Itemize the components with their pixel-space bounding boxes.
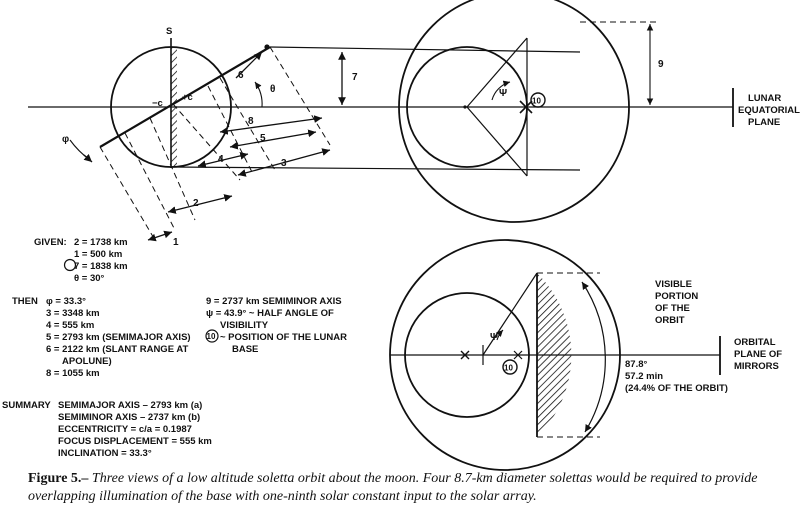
- then-marker-circle: [205, 329, 219, 343]
- psi-top-label: Ψ: [499, 88, 507, 99]
- base-marker-top: 10: [532, 97, 541, 106]
- orbital-plane-view: [389, 239, 721, 471]
- given-circle-7: [63, 258, 77, 272]
- minutes-label: 57.2 min: [625, 371, 663, 382]
- then-right-4: ~ POSITION OF THE LUNAR: [220, 332, 347, 343]
- sun-label: S: [166, 26, 172, 37]
- orbital-plane-label-1: ORBITAL: [734, 337, 776, 348]
- base-marker-bottom: 10: [504, 364, 513, 373]
- then-line-6: APOLUNE): [62, 356, 112, 367]
- dim-3: 3: [281, 158, 287, 169]
- summary-line-2: SEMIMINOR AXIS – 2737 km (b): [58, 412, 200, 423]
- then-right-3: VISIBILITY: [220, 320, 269, 331]
- front-view: [398, 0, 660, 223]
- figure-caption: Figure 5.– Three views of a low altitude…: [28, 470, 788, 506]
- then-heading: THEN: [12, 296, 38, 307]
- summary-line-3: ECCENTRICITY = c/a = 0.1987: [58, 424, 192, 435]
- visible-label-1: VISIBLE: [655, 279, 692, 290]
- then-line-1: φ = 33.3°: [46, 296, 86, 307]
- caption-text: Three views of a low altitude soletta or…: [28, 471, 758, 504]
- summary-heading: SUMMARY: [2, 400, 51, 411]
- given-line-4: θ = 30°: [74, 273, 105, 284]
- percent-label: (24.4% OF THE ORBIT): [625, 383, 728, 394]
- dim-6: 6: [238, 70, 244, 81]
- orbit-plane-line: [99, 46, 271, 148]
- dim-8: 8: [248, 116, 254, 127]
- given-heading: GIVEN:: [34, 237, 67, 248]
- terminator-hatch: [171, 47, 177, 167]
- dim-5: 5: [260, 133, 266, 144]
- dim-9: 9: [658, 59, 664, 70]
- orbit-circle-front: [398, 0, 630, 223]
- then-line-2: 3 = 3348 km: [46, 308, 100, 319]
- dim-4: 4: [218, 154, 224, 165]
- minus-c-label: −c: [152, 98, 163, 109]
- base-marker-circle-bottom: [502, 359, 518, 375]
- equatorial-label-3: PLANE: [748, 117, 780, 128]
- theta-label: θ: [270, 84, 275, 95]
- visible-label-2: PORTION: [655, 291, 698, 302]
- dim-1: 1: [173, 237, 179, 248]
- angle-label: 87.8°: [625, 359, 647, 370]
- visible-label-4: ORBIT: [655, 315, 685, 326]
- dim-2: 2: [193, 198, 199, 209]
- then-line-3: 4 = 555 km: [46, 320, 94, 331]
- side-view: [28, 38, 734, 242]
- dim-7: 7: [352, 72, 358, 83]
- plus-c-label: +c: [182, 92, 193, 103]
- visible-label-3: OF THE: [655, 303, 690, 314]
- then-right-1: 9 = 2737 km SEMIMINOR AXIS: [206, 296, 342, 307]
- given-line-1: 2 = 1738 km: [74, 237, 128, 248]
- then-line-5: 6 = 2122 km (SLANT RANGE AT: [46, 344, 188, 355]
- equatorial-label-2: EQUATORIAL: [738, 105, 800, 116]
- psi-bottom-label: Ψ: [490, 332, 498, 343]
- then-line-7: 8 = 1055 km: [46, 368, 100, 379]
- summary-line-5: INCLINATION = 33.3°: [58, 448, 152, 459]
- then-right-2: ψ = 43.9° ~ HALF ANGLE OF: [206, 308, 334, 319]
- then-right-5: BASE: [232, 344, 258, 355]
- given-line-2: 1 = 500 km: [74, 249, 122, 260]
- caption-label: Figure 5.–: [28, 471, 89, 486]
- equatorial-label-1: LUNAR: [748, 93, 781, 104]
- given-line-3: 7 = 1838 km: [74, 261, 128, 272]
- orbital-plane-label-3: MIRRORS: [734, 361, 779, 372]
- summary-line-4: FOCUS DISPLACEMENT = 555 km: [58, 436, 212, 447]
- orbital-plane-label-2: PLANE OF: [734, 349, 782, 360]
- phi-label: φ: [62, 134, 69, 145]
- summary-line-1: SEMIMAJOR AXIS – 2793 km (a): [58, 400, 202, 411]
- base-marker-circle-top: [530, 92, 546, 108]
- then-line-4: 5 = 2793 km (SEMIMAJOR AXIS): [46, 332, 191, 343]
- then-marker: 10: [207, 332, 216, 341]
